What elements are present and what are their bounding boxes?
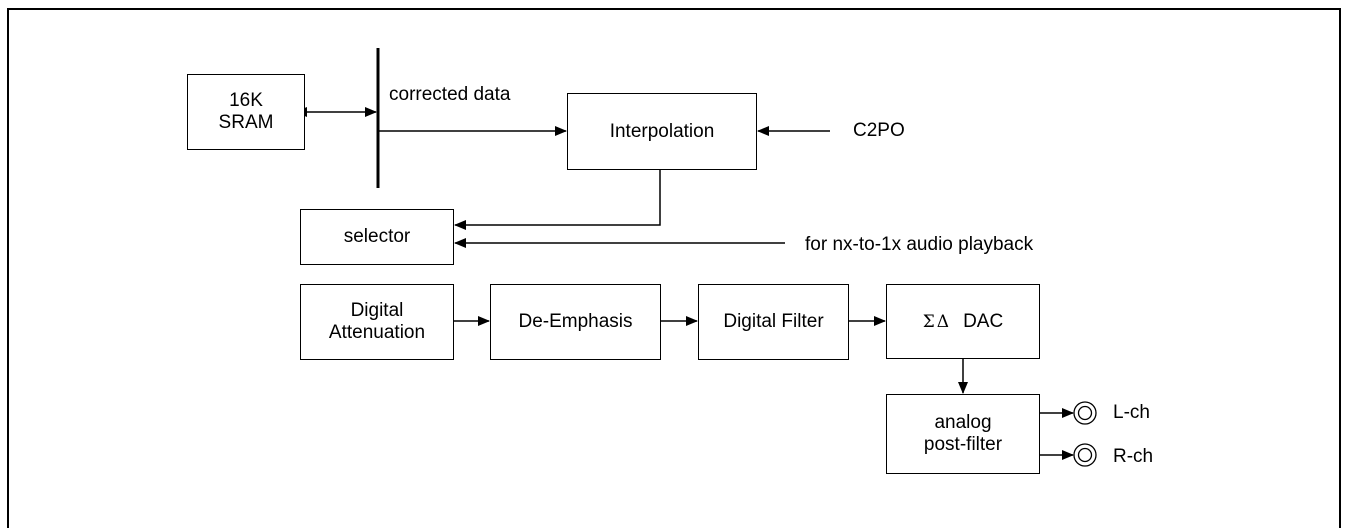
interpolation-to-selector-arrow bbox=[454, 170, 661, 230]
r-ch-label: R-ch bbox=[1113, 446, 1154, 467]
selector-block: selector bbox=[300, 209, 454, 265]
corrected-data-label: corrected data bbox=[389, 84, 511, 105]
analog-post-filter-line2: post-filter bbox=[923, 434, 1003, 455]
l-ch-label: L-ch bbox=[1113, 402, 1150, 423]
sd-dac-label: DAC bbox=[963, 310, 1004, 332]
interpolation-block: Interpolation bbox=[567, 93, 757, 170]
nx-to-1x-label: for nx-to-1x audio playback bbox=[805, 234, 1034, 255]
r-ch-jack-icon bbox=[1073, 443, 1097, 467]
interpolation-label: Interpolation bbox=[609, 120, 715, 142]
diagram-frame bbox=[7, 8, 1341, 528]
de-emphasis-block: De-Emphasis bbox=[490, 284, 661, 360]
sram-line2: SRAM bbox=[218, 112, 274, 133]
sd-dac-block: ΣΔ DAC bbox=[886, 284, 1040, 359]
l-ch-jack-icon bbox=[1073, 401, 1097, 425]
sram-line1: 16K bbox=[229, 90, 263, 111]
sd-dac-symbol: ΣΔ bbox=[922, 311, 952, 332]
digital-attenuation-line1: Digital bbox=[350, 300, 404, 321]
c2po-label: C2PO bbox=[853, 120, 905, 141]
digital-filter-block: Digital Filter bbox=[698, 284, 849, 360]
selector-label: selector bbox=[343, 226, 411, 247]
digital-attenuation-line2: Attenuation bbox=[328, 322, 426, 343]
analog-post-filter-line1: analog bbox=[934, 412, 992, 433]
de-emphasis-label: De-Emphasis bbox=[518, 311, 633, 332]
digital-filter-label: Digital Filter bbox=[723, 311, 824, 332]
